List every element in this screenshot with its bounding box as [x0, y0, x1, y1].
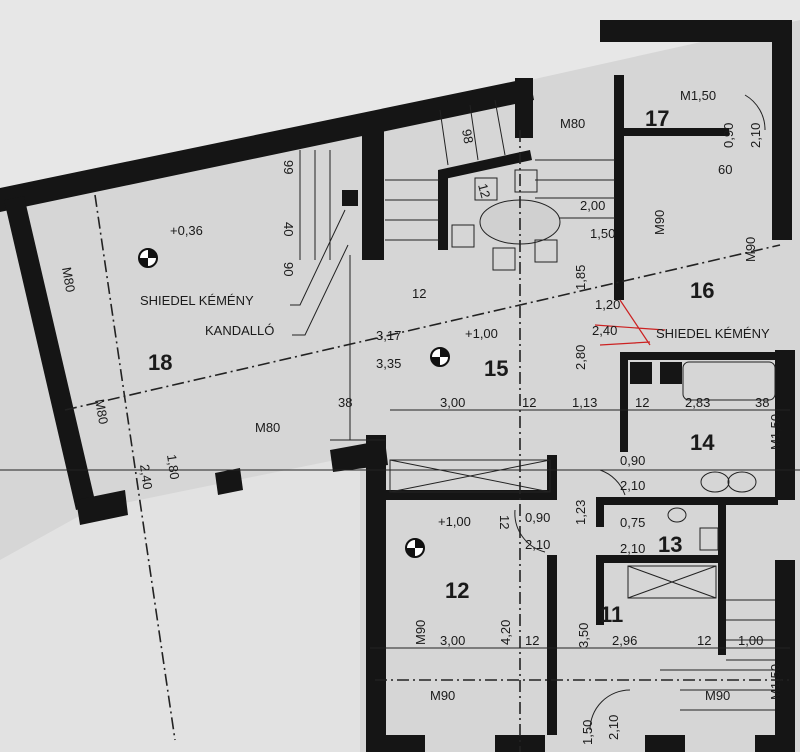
dimension: 2,10 — [525, 537, 550, 552]
dimension: 0,90 — [721, 123, 736, 148]
dimension: 3,50 — [576, 623, 591, 648]
elevation-12: +1,00 — [438, 514, 471, 529]
opening-mark: M1,50 — [768, 664, 783, 700]
opening-mark: M80 — [92, 398, 111, 426]
outside-area-top — [0, 0, 800, 195]
dimension: 1,23 — [573, 500, 588, 525]
dimension: 2,40 — [137, 463, 155, 490]
dimension: 2,10 — [620, 541, 645, 556]
dimension: 1,80 — [164, 453, 182, 480]
fixtures — [0, 94, 800, 752]
opening-mark: M90 — [430, 688, 455, 703]
dimension: 12 — [525, 633, 539, 648]
room-16: 16 — [690, 278, 714, 303]
opening-mark: M90 — [652, 210, 667, 235]
dimension: 2,00 — [580, 198, 605, 213]
opening-mark: M90 — [413, 620, 428, 645]
sink — [700, 471, 730, 493]
opening-mark: M90 — [743, 237, 758, 262]
room-11: 11 — [600, 602, 623, 627]
note-chimney-1: SHIEDEL KÉMÉNY — [140, 293, 254, 308]
opening-mark: M1,50 — [768, 414, 783, 450]
dimension: 3,17 — [376, 328, 401, 343]
dimension: 0,75 — [620, 515, 645, 530]
room-12: 12 — [445, 578, 469, 603]
dimension: 12 — [522, 395, 536, 410]
dimension: 2,80 — [573, 345, 588, 370]
dimension: 12 — [497, 515, 512, 529]
dimension: 2,83 — [685, 395, 710, 410]
dimension: 12 — [697, 633, 711, 648]
dimension: 0,90 — [525, 510, 550, 525]
bathtub — [682, 361, 776, 401]
outside-area-bottom-left — [0, 455, 360, 752]
dimension: 1,85 — [573, 265, 588, 290]
dimension: 4,20 — [498, 620, 513, 645]
dimension: 2,40 — [592, 323, 617, 338]
dimension: 60 — [718, 162, 732, 177]
opening-mark: M1,50 — [680, 88, 716, 103]
dimension: 98 — [459, 128, 476, 145]
opening-mark: M80 — [255, 420, 280, 435]
room-17: 17 — [645, 106, 669, 131]
dimension: 38 — [755, 395, 769, 410]
dimension: 3,35 — [376, 356, 401, 371]
opening-mark: M80 — [59, 266, 78, 294]
dimension: 1,00 — [738, 633, 763, 648]
room-15: 15 — [484, 356, 508, 381]
dimension: 12 — [475, 182, 493, 200]
opening-mark: M90 — [705, 688, 730, 703]
toilet — [699, 527, 719, 551]
room-13: 13 — [658, 532, 682, 557]
dimension: 12 — [412, 286, 426, 301]
dimension: 1,20 — [595, 297, 620, 312]
room-numbers: 18 15 16 17 14 13 12 11 — [148, 106, 715, 627]
dimension: 2,10 — [620, 478, 645, 493]
dimension: 2,10 — [748, 123, 763, 148]
dimension: 1,50 — [580, 720, 595, 745]
walls — [0, 20, 795, 752]
dimension: 2,96 — [612, 633, 637, 648]
note-fireplace: KANDALLÓ — [205, 323, 274, 338]
dimension: 2,10 — [606, 715, 621, 740]
room-14: 14 — [690, 430, 715, 455]
dimension: 99 — [281, 160, 296, 174]
dimension: 3,00 — [440, 633, 465, 648]
opening-marks: M80 M1,50 M90 M90 M80 M80 M80 M1,50 M90 … — [59, 88, 783, 703]
dimension: 40 — [281, 222, 296, 236]
dimension: 90 — [281, 262, 296, 276]
dimensions: 99 40 90 98 12 2,00 1,50 1,85 0,90 2,10 … — [137, 123, 769, 745]
dimension: 3,00 — [440, 395, 465, 410]
room-18: 18 — [148, 350, 172, 375]
dimension: 1,50 — [590, 226, 615, 241]
elevation-markers — [138, 248, 450, 558]
dimension: 38 — [338, 395, 352, 410]
dimension: 1,13 — [572, 395, 597, 410]
dimension: 0,90 — [620, 453, 645, 468]
opening-mark: M80 — [560, 116, 585, 131]
elevation-18: +0,36 — [170, 223, 203, 238]
note-chimney-2: SHIEDEL KÉMÉNY — [656, 326, 770, 341]
elevation-15: +1,00 — [465, 326, 498, 341]
dimension: 12 — [635, 395, 649, 410]
chimney-symbol — [342, 190, 358, 206]
